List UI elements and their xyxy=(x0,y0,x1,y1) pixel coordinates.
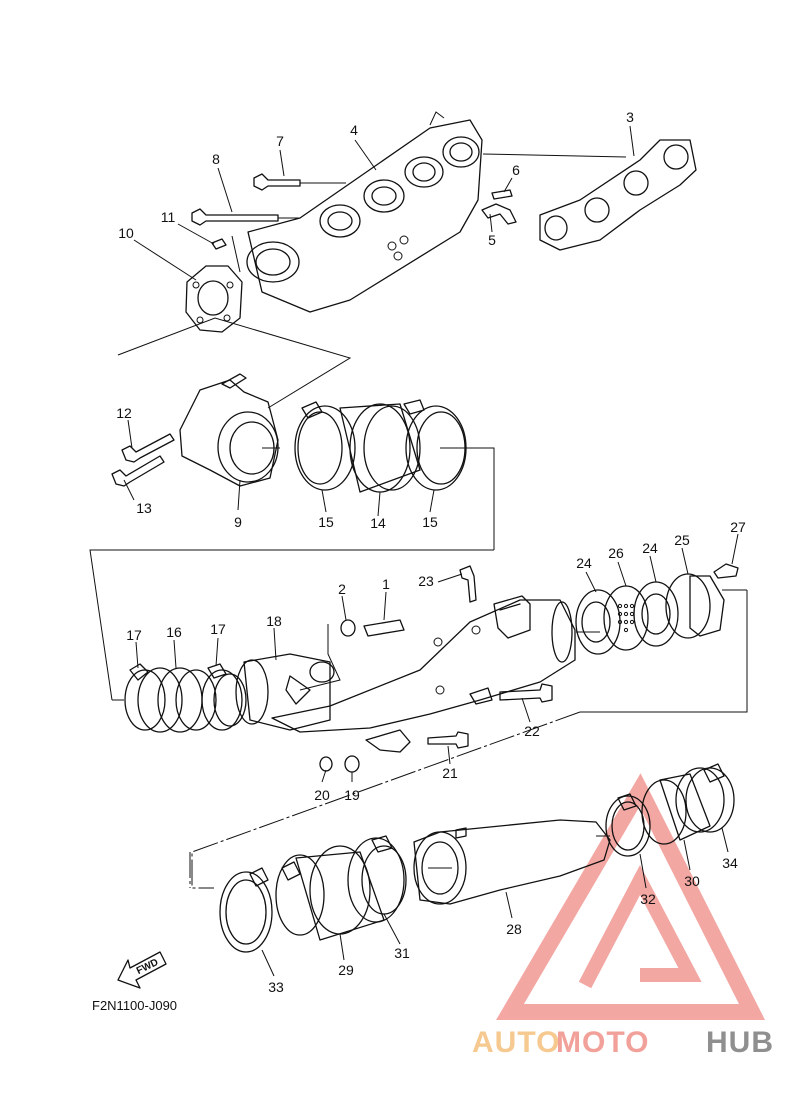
watermark-moto: MOTO xyxy=(556,1026,649,1059)
callout-12: 12 xyxy=(116,405,132,421)
manifold-connection-lines xyxy=(117,153,627,409)
watermark-logo-icon xyxy=(496,773,765,1020)
exhaust-manifold xyxy=(246,111,483,313)
pin-and-grommet xyxy=(299,619,405,691)
callout-6: 6 xyxy=(512,162,520,178)
exhaust-elbow xyxy=(179,373,280,487)
callout-5: 5 xyxy=(488,232,496,248)
callout-10: 10 xyxy=(118,225,134,241)
callout-19: 19 xyxy=(344,787,360,803)
silencer-joint-parts xyxy=(575,563,747,655)
perforated-plate-icon xyxy=(617,603,635,633)
callout-34: 34 xyxy=(722,855,738,871)
exhaust-pipe-18 xyxy=(235,653,335,731)
outlet-gasket xyxy=(185,265,243,333)
forward-arrow-icon: FWD xyxy=(117,951,167,989)
callout-33: 33 xyxy=(268,979,284,995)
callout-23: 23 xyxy=(418,573,434,589)
callout-17-left: 17 xyxy=(126,627,142,643)
callout-15-right: 15 xyxy=(422,514,438,530)
hose-and-clamps-16-17 xyxy=(124,663,247,733)
callout-8: 8 xyxy=(212,151,220,167)
callout-29: 29 xyxy=(338,962,354,978)
callout-14: 14 xyxy=(370,515,386,531)
callout-28: 28 xyxy=(506,921,522,937)
callout-32: 32 xyxy=(640,891,656,907)
exhaust-pipe-main xyxy=(271,595,600,753)
manifold-gasket xyxy=(539,139,697,251)
callout-1: 1 xyxy=(382,576,390,592)
manifold-bolts xyxy=(191,173,517,250)
callout-21: 21 xyxy=(442,765,458,781)
callout-2: 2 xyxy=(338,581,346,597)
callout-17-right: 17 xyxy=(210,621,226,637)
callout-31: 31 xyxy=(394,945,410,961)
middle-frame xyxy=(89,549,748,713)
hose-and-clamps-14-15 xyxy=(294,399,495,550)
callout-4: 4 xyxy=(350,122,358,138)
watermark-auto: AUTO xyxy=(472,1026,560,1059)
callout-16: 16 xyxy=(166,624,182,640)
callout-24-right: 24 xyxy=(642,540,658,556)
pipe-bolts xyxy=(319,565,553,773)
callout-25: 25 xyxy=(674,532,690,548)
callout-leader-lines xyxy=(123,125,739,977)
watermark-hub: HUB xyxy=(706,1026,774,1059)
elbow-bolts xyxy=(111,433,175,487)
bottom-frame xyxy=(189,711,581,889)
callout-15-left: 15 xyxy=(318,514,334,530)
callout-18: 18 xyxy=(266,613,282,629)
callout-9: 9 xyxy=(234,514,242,530)
diagram-code: F2N1100-J090 xyxy=(92,998,177,1013)
callout-20: 20 xyxy=(314,787,330,803)
callout-22: 22 xyxy=(524,723,540,739)
exhaust-pipe-28 xyxy=(413,819,611,905)
watermark-text: AUTO MOTO HUB xyxy=(472,1026,774,1059)
callout-7: 7 xyxy=(276,133,284,149)
callout-26: 26 xyxy=(608,545,624,561)
callout-numbers: 1 2 3 4 5 6 7 8 9 10 11 12 13 14 15 15 1… xyxy=(116,109,746,995)
hose-and-clamps-bottom-right xyxy=(605,763,735,857)
callout-11: 11 xyxy=(161,209,176,225)
callout-30: 30 xyxy=(684,873,700,889)
callout-27: 27 xyxy=(730,519,746,535)
callout-13: 13 xyxy=(136,500,152,516)
callout-24-left: 24 xyxy=(576,555,592,571)
hose-and-clamps-bottom-left xyxy=(219,835,407,953)
callout-3: 3 xyxy=(626,109,634,125)
